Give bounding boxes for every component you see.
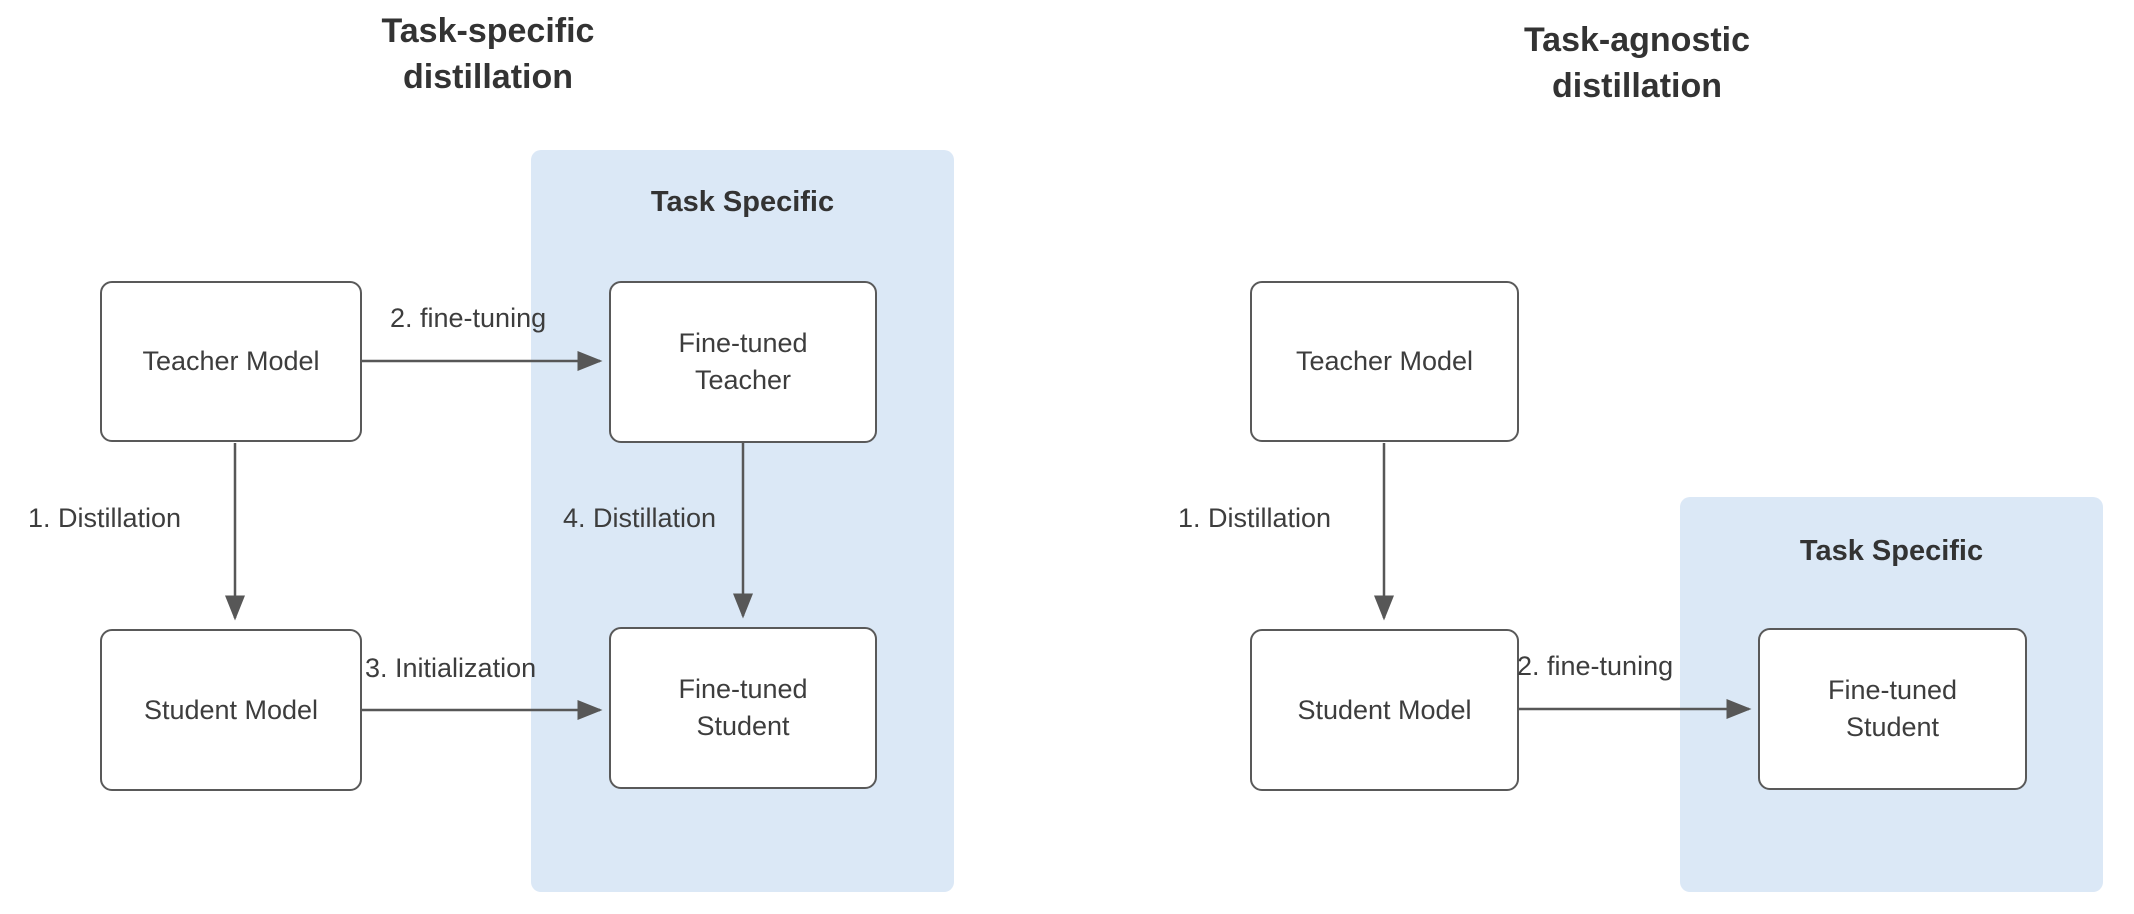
node-student-model-right: Student Model bbox=[1250, 629, 1519, 791]
left-title-line2: distillation bbox=[403, 58, 573, 96]
edge-label-left-initialization-3: 3. Initialization bbox=[365, 653, 537, 683]
node-label: Student Model bbox=[1297, 694, 1472, 725]
right-title-line2: distillation bbox=[1552, 67, 1722, 105]
edge-label-right-fine-tuning-2: 2. fine-tuning bbox=[1517, 651, 1674, 681]
node-label: Teacher Model bbox=[142, 346, 320, 376]
right-title-line1: Task-agnostic bbox=[1523, 21, 1751, 59]
node-fine-tuned-student-left: Fine-tuned Student bbox=[609, 627, 877, 789]
node-label: Fine-tuned Teacher bbox=[678, 328, 808, 395]
task-specific-label-right: Task Specific bbox=[1799, 535, 1984, 567]
left-title-line1: Task-specific bbox=[381, 12, 595, 50]
node-label: Fine-tuned Student bbox=[1827, 675, 1958, 742]
node-teacher-model-right: Teacher Model bbox=[1250, 281, 1519, 442]
edge-label-right-distillation-1: 1. Distillation bbox=[1178, 503, 1332, 533]
node-fine-tuned-teacher: Fine-tuned Teacher bbox=[609, 281, 877, 443]
edge-label-left-distillation-4: 4. Distillation bbox=[563, 503, 717, 533]
node-label: Student Model bbox=[143, 694, 319, 725]
edge-label-left-fine-tuning-2: 2. fine-tuning bbox=[390, 303, 547, 333]
node-student-model-left: Student Model bbox=[100, 629, 362, 791]
node-fine-tuned-student-right: Fine-tuned Student bbox=[1758, 628, 2027, 790]
right-diagram-title: Task-agnostic distillation bbox=[1437, 17, 1837, 109]
node-label: Teacher Model bbox=[1295, 346, 1474, 376]
edge-label-left-distillation-1: 1. Distillation bbox=[28, 503, 182, 533]
left-diagram-title: Task-specific distillation bbox=[288, 8, 688, 100]
node-label: Fine-tuned Student bbox=[678, 674, 808, 741]
node-teacher-model-left: Teacher Model bbox=[100, 281, 362, 442]
task-specific-label-left: Task Specific bbox=[650, 186, 835, 218]
